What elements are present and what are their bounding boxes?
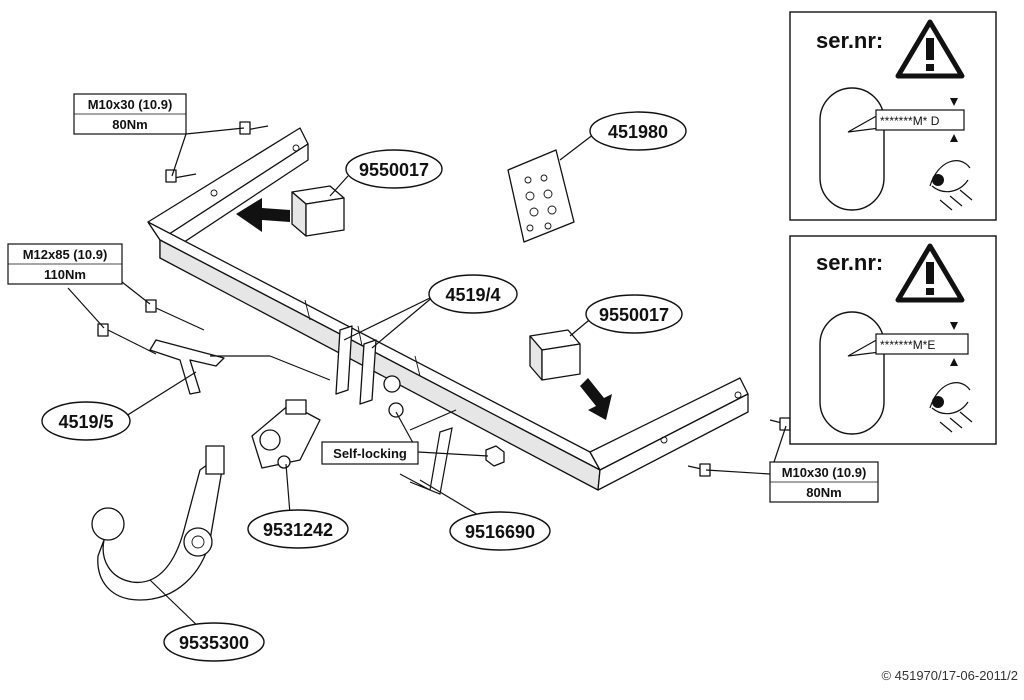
warning-triangle-icon [895, 243, 965, 303]
serial-panel-2: ser.nr: *******M*E [789, 235, 997, 445]
hardware-bag [507, 149, 575, 243]
part-label-4519-4: 4519/4 [428, 274, 518, 314]
spec-mid-left-line1: M12x85 (10.9) [23, 247, 108, 262]
warning-triangle-icon [895, 19, 965, 79]
part-number-9550017-top: 9550017 [359, 160, 429, 180]
part-label-9535300: 9535300 [163, 622, 265, 662]
spec-box-mid-left: M12x85 (10.9) 110Nm [7, 243, 123, 285]
left-arrow-icon [236, 198, 290, 232]
part-label-9550017-top: 9550017 [345, 149, 443, 189]
serial-code-2: *******M*E [880, 338, 935, 352]
part-label-9516690: 9516690 [449, 511, 551, 551]
part-label-4519-5: 4519/5 [41, 401, 131, 441]
spec-mid-left-line2: 110Nm [44, 267, 86, 282]
part-label-9531242: 9531242 [247, 509, 349, 549]
bolt-top-1 [239, 121, 269, 135]
bolt-top-2 [165, 169, 197, 183]
spec-box-right: M10x30 (10.9) 80Nm [769, 461, 879, 503]
copyright-text: © 451970/17-06-2011/2 [881, 668, 1018, 683]
bolt-m12-2 [97, 323, 157, 355]
part-number-451980: 451980 [608, 122, 668, 142]
spec-right-line1: M10x30 (10.9) [782, 465, 867, 480]
down-arrow-icon [580, 378, 612, 420]
part-number-4519-5: 4519/5 [58, 412, 113, 432]
serial-panel-1-title: ser.nr: [816, 28, 883, 53]
self-locking-text: Self-locking [333, 446, 407, 461]
part-label-9550017-right: 9550017 [585, 294, 683, 334]
part-number-9550017-right: 9550017 [599, 305, 669, 325]
foam-block-top [291, 185, 345, 237]
leader-lines [67, 127, 787, 633]
spec-top-left-line2: 80Nm [112, 117, 147, 132]
eye-icon [929, 160, 973, 211]
part-number-9531242: 9531242 [263, 520, 333, 540]
bolt-m12-1 [145, 299, 205, 331]
serial-code-1: *******M* D [880, 114, 940, 128]
eye-icon [929, 382, 973, 433]
spec-top-left-line1: M10x30 (10.9) [88, 97, 173, 112]
part-number-4519-4: 4519/4 [445, 285, 500, 305]
self-locking-nut [485, 445, 505, 467]
part-label-451980: 451980 [589, 111, 687, 151]
spec-box-top-left: M10x30 (10.9) 80Nm [73, 93, 187, 135]
spec-right-line2: 80Nm [806, 485, 841, 500]
part-number-9535300: 9535300 [179, 633, 249, 653]
part-number-9516690: 9516690 [465, 522, 535, 542]
socket-holder [251, 399, 321, 469]
bolt-right-1 [769, 417, 791, 431]
tow-ball-neck [91, 445, 225, 601]
ball-mount-brackets [335, 325, 404, 418]
self-locking-label-box: Self-locking [321, 441, 419, 465]
serial-panel-2-title: ser.nr: [816, 250, 883, 275]
bracket-4519-5 [149, 339, 225, 395]
foam-block-right [529, 329, 581, 381]
bracket-9516690 [399, 427, 453, 495]
serial-panel-1: ser.nr: *******M* D [789, 11, 997, 221]
